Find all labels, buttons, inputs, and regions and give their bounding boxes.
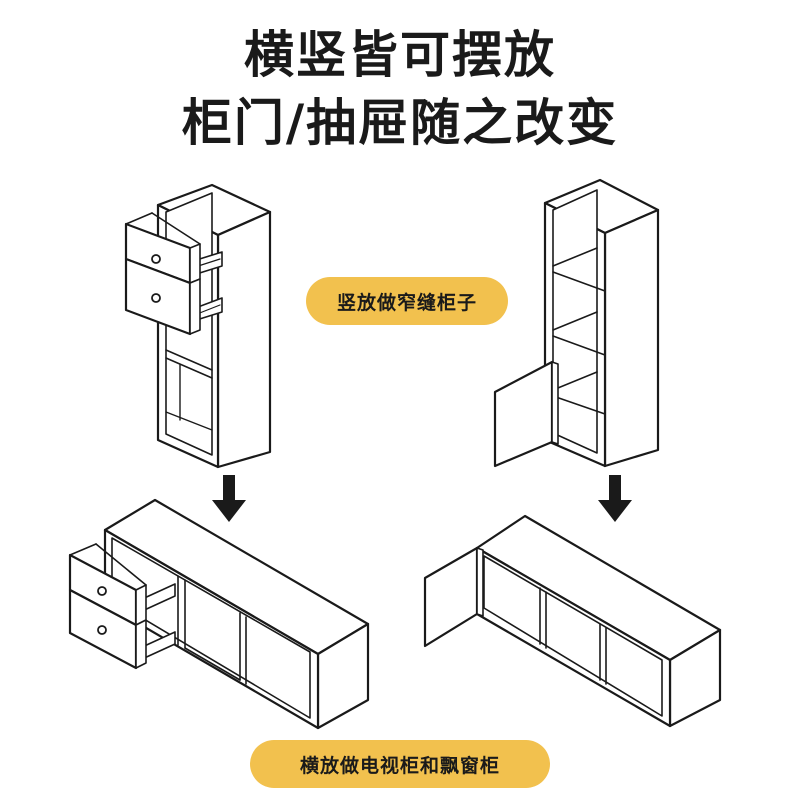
horizontal-cabinet-door: [423, 514, 722, 728]
label-vertical-use: 竖放做窄缝柜子: [306, 277, 508, 325]
label-horizontal-use: 横放做电视柜和飘窗柜: [250, 740, 550, 788]
arrow-down-icon: [212, 475, 246, 522]
horizontal-cabinet-drawers: [68, 498, 370, 730]
arrow-down-icon: [598, 475, 632, 522]
vertical-cabinet-drawers: [124, 183, 272, 469]
drawer-knob-icon: [97, 586, 107, 596]
headline-line2: 柜门/抽屉随之改变: [181, 94, 619, 152]
vertical-cabinet-door: [493, 178, 660, 468]
headline-line1: 横竖皆可摆放: [244, 26, 556, 84]
drawer-knob-icon: [151, 293, 161, 303]
drawer-knob-icon: [151, 254, 161, 264]
drawer-knob-icon: [97, 625, 107, 635]
